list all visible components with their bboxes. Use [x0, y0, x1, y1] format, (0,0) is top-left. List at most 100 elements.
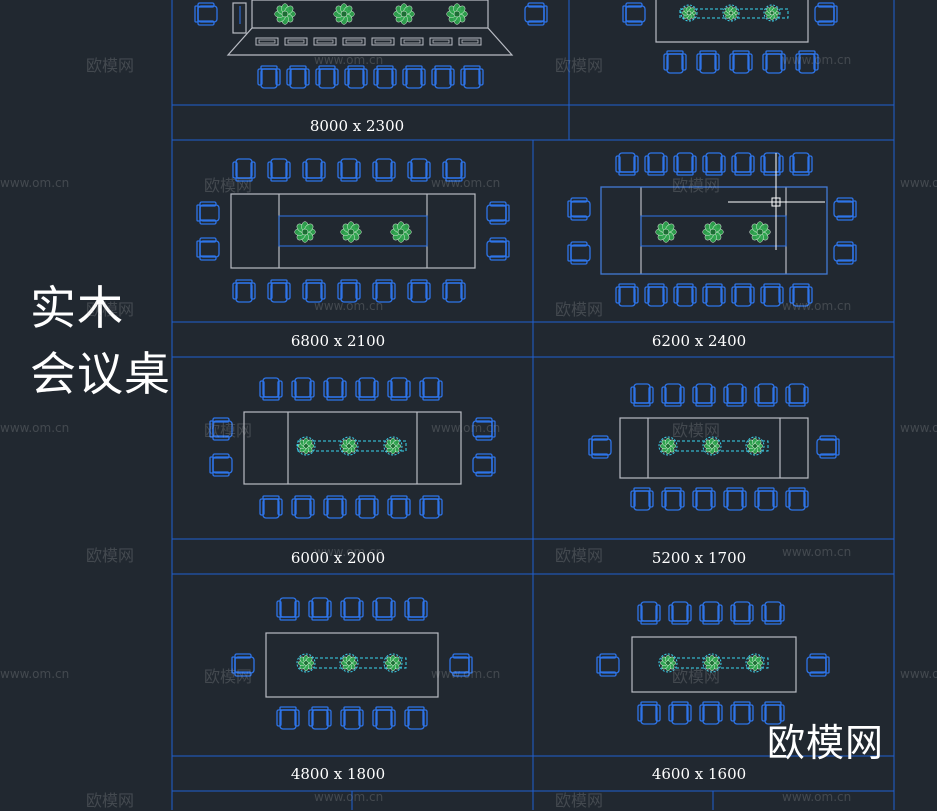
- chair: [692, 383, 716, 407]
- chair: [668, 601, 692, 625]
- chair: [402, 65, 426, 89]
- socket-box: [400, 37, 424, 46]
- chair: [731, 152, 755, 176]
- chair: [449, 653, 473, 677]
- chair: [789, 152, 813, 176]
- chair: [668, 701, 692, 725]
- chair: [814, 2, 838, 26]
- chair: [673, 283, 697, 307]
- chair: [729, 50, 753, 74]
- chair: [730, 701, 754, 725]
- chair: [232, 158, 256, 182]
- chair: [723, 487, 747, 511]
- chair: [696, 50, 720, 74]
- table-top-4600x1600: [631, 636, 797, 693]
- chair: [761, 601, 785, 625]
- chair: [442, 158, 466, 182]
- chair: [615, 283, 639, 307]
- chair: [232, 279, 256, 303]
- socket-box: [458, 37, 482, 46]
- table-edge-outline: [600, 186, 828, 275]
- crosshair-box: [771, 197, 781, 207]
- chair: [588, 435, 612, 459]
- chair: [372, 279, 396, 303]
- chair: [644, 152, 668, 176]
- chair: [404, 597, 428, 621]
- plant: [702, 436, 722, 456]
- chair: [761, 701, 785, 725]
- chair: [259, 377, 283, 401]
- dimension-label-8000x2300: 8000 x 2300: [309, 117, 405, 135]
- chair: [308, 706, 332, 730]
- plant: [294, 221, 316, 243]
- chair: [699, 601, 723, 625]
- dimension-label-6800x2100: 6800 x 2100: [290, 332, 386, 350]
- chair: [460, 65, 484, 89]
- socket-box: [255, 37, 279, 46]
- socket-box: [342, 37, 366, 46]
- chair: [472, 417, 496, 441]
- chair: [661, 383, 685, 407]
- plant: [745, 653, 765, 673]
- chair: [673, 152, 697, 176]
- table-top-5200x1700: [619, 417, 809, 479]
- chair: [257, 65, 281, 89]
- chair: [355, 377, 379, 401]
- chair: [355, 495, 379, 519]
- plant: [763, 4, 781, 22]
- chair: [567, 197, 591, 221]
- chair: [196, 201, 220, 225]
- chair: [267, 158, 291, 182]
- socket-box: [313, 37, 337, 46]
- plant: [296, 436, 316, 456]
- chair: [231, 653, 255, 677]
- chair: [524, 2, 548, 26]
- chair: [259, 495, 283, 519]
- chair: [789, 283, 813, 307]
- socket-box: [429, 37, 453, 46]
- plant: [655, 221, 677, 243]
- chair: [760, 152, 784, 176]
- cad-crosshair-cursor: [728, 153, 825, 250]
- chair: [407, 158, 431, 182]
- chair: [302, 158, 326, 182]
- chair: [762, 50, 786, 74]
- plant: [274, 3, 296, 25]
- chair: [373, 65, 397, 89]
- side-title-line2: 会议桌: [30, 347, 171, 401]
- chair: [372, 597, 396, 621]
- dimension-label-4600x1600: 4600 x 1600: [651, 765, 747, 783]
- chair: [795, 50, 819, 74]
- chair: [833, 197, 857, 221]
- side-title-line1: 实木: [30, 281, 124, 335]
- chair: [486, 201, 510, 225]
- chair: [419, 377, 443, 401]
- chair: [315, 65, 339, 89]
- chair: [663, 50, 687, 74]
- brand-logo: 欧模网: [767, 721, 885, 765]
- dimension-label-6200x2400: 6200 x 2400: [651, 332, 747, 350]
- plant: [658, 436, 678, 456]
- chair: [323, 495, 347, 519]
- chair: [209, 453, 233, 477]
- chair: [472, 453, 496, 477]
- chair: [308, 597, 332, 621]
- plant: [702, 653, 722, 673]
- chair: [302, 279, 326, 303]
- chair: [730, 601, 754, 625]
- chair: [615, 152, 639, 176]
- plant: [296, 653, 316, 673]
- chair: [407, 279, 431, 303]
- plant: [446, 3, 468, 25]
- chair: [486, 237, 510, 261]
- chair: [754, 487, 778, 511]
- plant: [745, 436, 765, 456]
- chair: [699, 701, 723, 725]
- chair: [567, 241, 591, 265]
- plant: [340, 221, 362, 243]
- chair: [596, 653, 620, 677]
- plant: [702, 221, 724, 243]
- chair: [291, 495, 315, 519]
- chair: [442, 279, 466, 303]
